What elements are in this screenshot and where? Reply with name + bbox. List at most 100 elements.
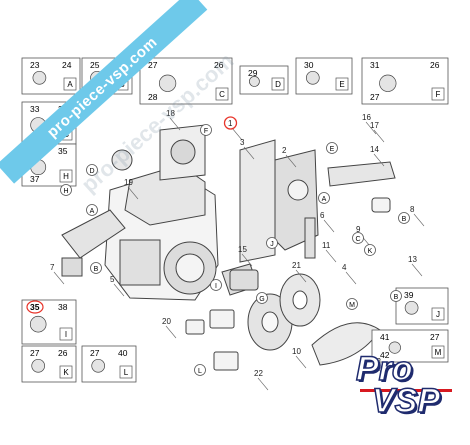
top-box-f: F 31 26 27 <box>361 57 449 105</box>
leader-line <box>345 271 357 285</box>
box-number: 25 <box>90 60 100 70</box>
part-icon <box>91 358 106 373</box>
box-number: 26 <box>430 60 440 70</box>
bubble-f <box>200 124 212 136</box>
leader-line <box>243 146 255 160</box>
box-number: 31 <box>370 60 380 70</box>
bubble-letter: G <box>259 296 264 303</box>
box-letter-frame <box>59 365 73 379</box>
logo-red-bar <box>360 389 452 392</box>
bubble-letter: M <box>349 302 355 309</box>
callout-6: 6 <box>320 211 325 220</box>
box-number: 26 <box>58 348 68 358</box>
bubble-letter: J <box>270 241 274 248</box>
bubble-b <box>398 212 410 224</box>
bubble-b <box>390 290 402 302</box>
bubble-letter: C <box>355 236 360 243</box>
bubble-letter: H <box>63 188 68 195</box>
bubble-k <box>364 244 376 256</box>
bubble-letter: D <box>89 168 94 175</box>
box-letter: C <box>219 90 225 99</box>
bubble-a <box>318 192 330 204</box>
callout-16: 16 <box>362 113 371 122</box>
leader-line <box>295 269 307 283</box>
top-box-c: C 27 26 28 <box>139 57 233 105</box>
box-letter-frame <box>431 87 445 101</box>
box-number: 41 <box>380 332 390 342</box>
box-letter: K <box>63 368 69 377</box>
box-letter: D <box>275 80 281 89</box>
box-number: 23 <box>30 60 40 70</box>
bubble-letter: I <box>215 283 217 290</box>
part-icon <box>388 341 401 354</box>
callout-1: 1 <box>228 119 233 128</box>
callout-12: 12 <box>372 357 381 366</box>
bubble-letter: K <box>368 248 373 255</box>
bubble-h <box>60 184 72 196</box>
box-number: 33 <box>30 104 40 114</box>
box-letter: A <box>67 80 73 89</box>
bubble-e <box>326 142 338 154</box>
left-box-k: K 27 26 <box>21 345 77 383</box>
box-number: 28 <box>148 92 158 102</box>
callout-4: 4 <box>342 263 347 272</box>
part-icon <box>249 76 260 87</box>
box-letter-frame <box>431 345 445 359</box>
box-number: 27 <box>30 348 40 358</box>
part-icon <box>29 315 47 333</box>
leader-line <box>323 219 335 233</box>
box-number: 27 <box>148 60 158 70</box>
bubble-letter: F <box>204 128 208 135</box>
callout-21: 21 <box>292 261 301 270</box>
leader-line <box>231 127 243 141</box>
bubble-d <box>86 164 98 176</box>
part-icon <box>379 74 397 92</box>
leader-line <box>413 213 425 227</box>
box-number: 37 <box>30 174 40 184</box>
bubble-letter: B <box>94 266 99 273</box>
part-icon <box>32 70 47 85</box>
box-number: 27 <box>370 92 380 102</box>
box-number: 26 <box>214 60 224 70</box>
engine-block-drawing <box>61 124 396 371</box>
box-number: 27 <box>90 348 100 358</box>
box-number: 38 <box>58 302 68 312</box>
box-number: 30 <box>304 60 314 70</box>
leader-line <box>365 121 377 135</box>
callout-15: 15 <box>238 245 247 254</box>
logo-vsp-text: VSP <box>371 381 441 421</box>
callout-14: 14 <box>370 145 379 154</box>
callout-8: 8 <box>410 205 415 214</box>
callout-17: 17 <box>370 121 379 130</box>
callout-18: 18 <box>166 109 175 118</box>
box-number: 42 <box>380 350 390 360</box>
detail-boxes: A2324B25C272628D29E30F312627G333444H3635… <box>21 57 449 383</box>
leader-line <box>373 129 385 143</box>
callout-22: 22 <box>254 369 263 378</box>
leader-line <box>373 153 385 167</box>
box-number: 35 <box>30 302 40 312</box>
box-letter: E <box>339 80 344 89</box>
leader-line <box>325 249 337 263</box>
bubble-a <box>86 204 98 216</box>
part-icon <box>404 300 419 315</box>
top-box-d: D29 <box>239 65 289 95</box>
box-number: 24 <box>62 60 72 70</box>
box-letter: F <box>436 90 441 99</box>
callout-2: 2 <box>282 146 287 155</box>
box-letter-frame <box>335 77 349 91</box>
box-letter-frame <box>59 327 73 341</box>
right-box-j: J39 <box>395 287 449 325</box>
box-letter-frame <box>59 169 73 183</box>
bubble-j <box>266 237 278 249</box>
callout-11: 11 <box>322 241 331 250</box>
box-letter: M <box>435 348 442 357</box>
box-number: 35 <box>58 146 68 156</box>
bubble-letter: A <box>322 196 327 203</box>
box-letter-frame <box>63 77 77 91</box>
callout-10: 10 <box>292 347 301 356</box>
